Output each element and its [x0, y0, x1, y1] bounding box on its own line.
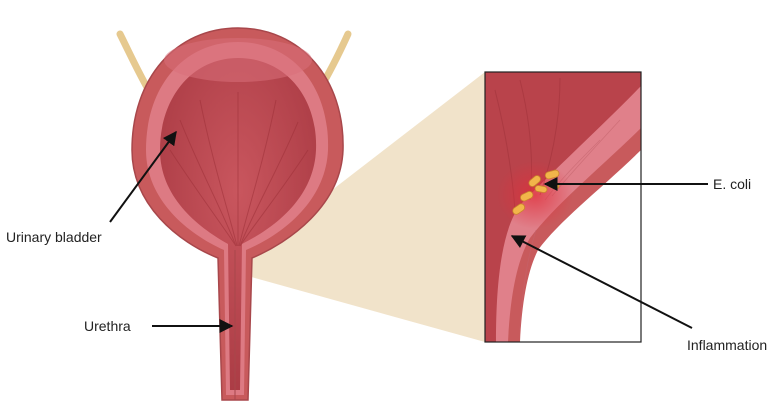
inflammation-label: Inflammation [687, 337, 767, 353]
urethra-label: Urethra [84, 318, 131, 334]
bladder-rim [164, 38, 312, 82]
magnified-view [485, 72, 641, 342]
ecoli-label: E. coli [713, 176, 751, 192]
inflammation-area [497, 161, 573, 229]
bladder-label: Urinary bladder [6, 229, 102, 245]
